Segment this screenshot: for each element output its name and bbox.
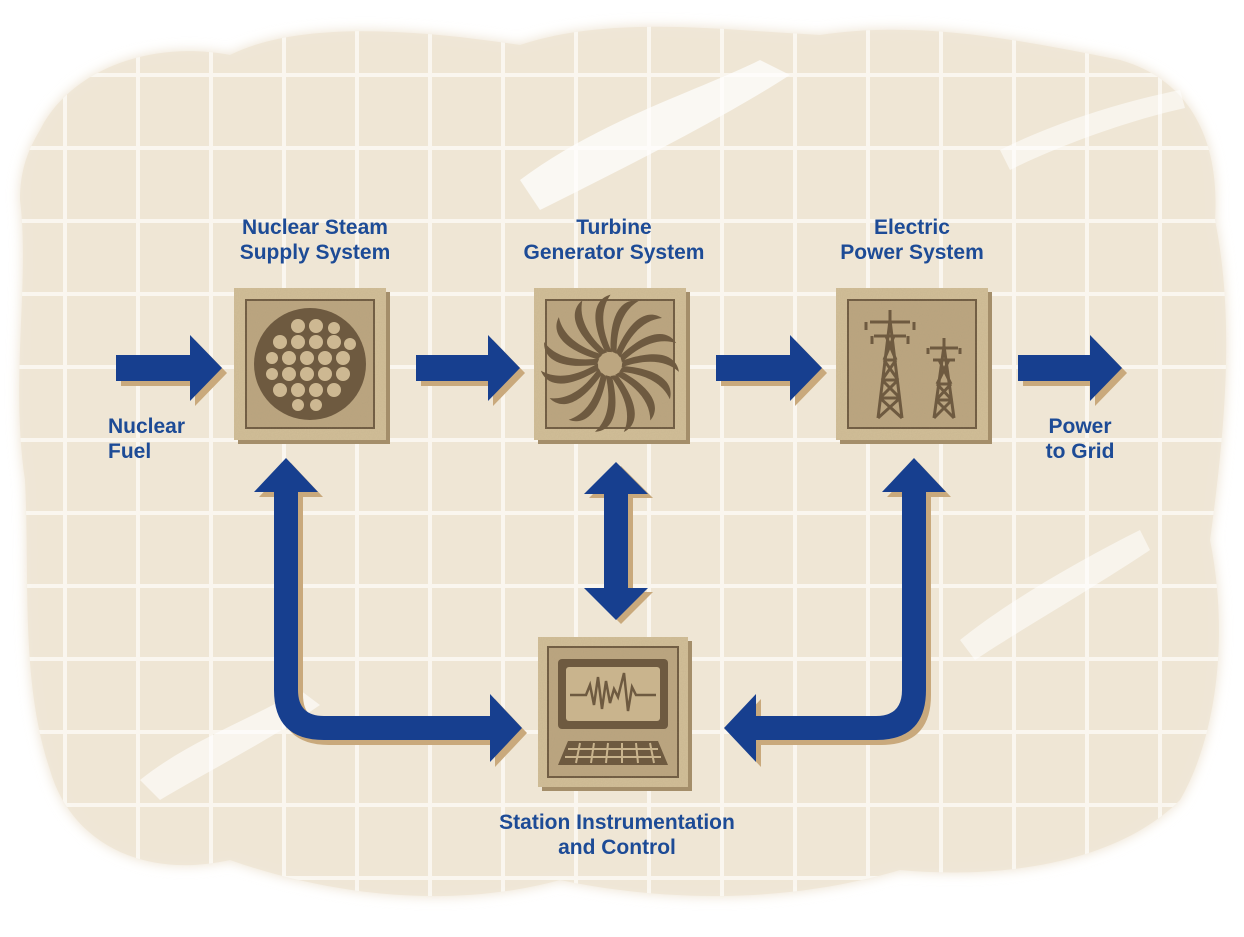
node-turbine-title: Turbine Generator System	[514, 215, 714, 265]
node-station-title: Station Instrumentation and Control	[474, 810, 760, 860]
arrows	[116, 335, 1127, 767]
power-tower-icon	[864, 310, 962, 420]
node-station-title-line2: and Control	[558, 836, 676, 859]
input-label: Nuclear Fuel	[108, 414, 228, 464]
node-nsss-box	[234, 288, 390, 444]
input-label-line1: Nuclear	[108, 415, 186, 438]
node-electric-title: Electric Power System	[822, 215, 1002, 265]
output-label-line1: Power	[1048, 415, 1112, 438]
arrow-nsss-to-turbine	[416, 335, 520, 401]
output-label: Power to Grid	[1030, 414, 1130, 464]
node-nsss-title-line1: Nuclear Steam	[242, 216, 388, 239]
input-label-line2: Fuel	[108, 440, 152, 463]
node-station-title-line1: Station Instrumentation	[499, 811, 735, 834]
arrow-nsss-station-bidirectional	[254, 458, 527, 767]
node-nsss-title: Nuclear Steam Supply System	[220, 215, 410, 265]
reactor-core-icon	[254, 308, 366, 420]
arrow-turbine-to-electric	[716, 335, 822, 401]
node-turbine-box	[534, 288, 690, 444]
node-electric-box	[836, 288, 992, 444]
node-electric-title-line2: Power System	[840, 241, 984, 264]
arrow-turbine-station-bidirectional	[584, 462, 648, 620]
monitor-keyboard-icon	[558, 659, 668, 765]
turbine-fan-icon	[540, 294, 679, 433]
node-turbine-title-line1: Turbine	[576, 216, 652, 239]
node-electric-title-line1: Electric	[874, 216, 950, 239]
arrow-electric-to-grid	[1018, 335, 1122, 401]
node-station-box	[538, 637, 692, 791]
node-turbine-title-line2: Generator System	[523, 241, 705, 264]
output-label-line2: to Grid	[1045, 440, 1115, 463]
node-nsss-title-line2: Supply System	[239, 241, 391, 264]
arrow-electric-station-bidirectional	[724, 458, 951, 767]
arrow-fuel-to-nsss	[116, 335, 222, 401]
